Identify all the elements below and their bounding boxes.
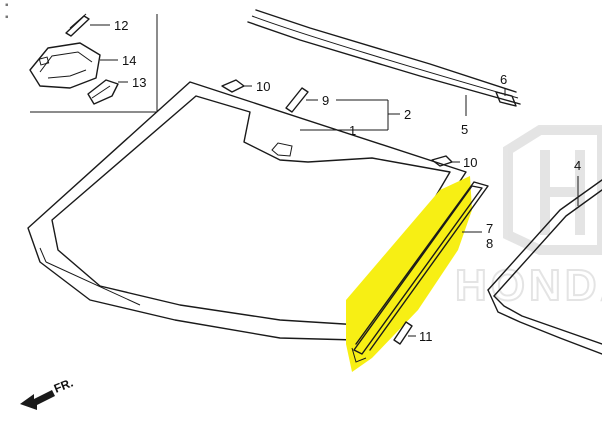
callout-4: 4	[574, 158, 581, 173]
part-11-clip	[393, 321, 416, 345]
callout-5: 5	[461, 122, 468, 137]
callout-14: 14	[122, 53, 136, 68]
callout-bracket-1-2	[300, 99, 400, 131]
part-1-windshield	[27, 81, 467, 341]
part-10-clip-top	[221, 79, 252, 93]
part-6-end-piece	[495, 88, 517, 107]
callout-10-top: 10	[256, 79, 270, 94]
part-5-moulding	[247, 9, 521, 116]
part-7-8-side-moulding	[351, 181, 489, 363]
callout-11: 11	[419, 329, 433, 344]
callout-2: 2	[404, 107, 411, 122]
callout-6: 6	[500, 72, 507, 87]
part-14-sensor-cover	[29, 42, 118, 89]
honda-logo-icon: HONDA	[454, 125, 602, 311]
callout-10-right: 10	[463, 155, 477, 170]
front-label: FR.	[52, 376, 75, 396]
part-13-cap	[87, 79, 128, 105]
svg-text:▪: ▪	[5, 0, 9, 11]
front-arrow-icon	[20, 390, 55, 410]
part-9-strip	[285, 87, 318, 113]
part-10-clip-right	[431, 155, 460, 167]
callout-7: 7	[486, 221, 493, 236]
part-12-clip	[65, 13, 110, 37]
part-4-seal	[487, 176, 602, 355]
callout-1: 1	[349, 123, 356, 138]
callout-13: 13	[132, 75, 146, 90]
inset-frame: ▪ ▪	[5, 0, 158, 113]
callout-8: 8	[486, 236, 493, 251]
svg-text:▪: ▪	[5, 12, 9, 23]
callout-12: 12	[114, 18, 128, 33]
callout-9: 9	[322, 93, 329, 108]
svg-text:HONDA: HONDA	[455, 261, 602, 310]
